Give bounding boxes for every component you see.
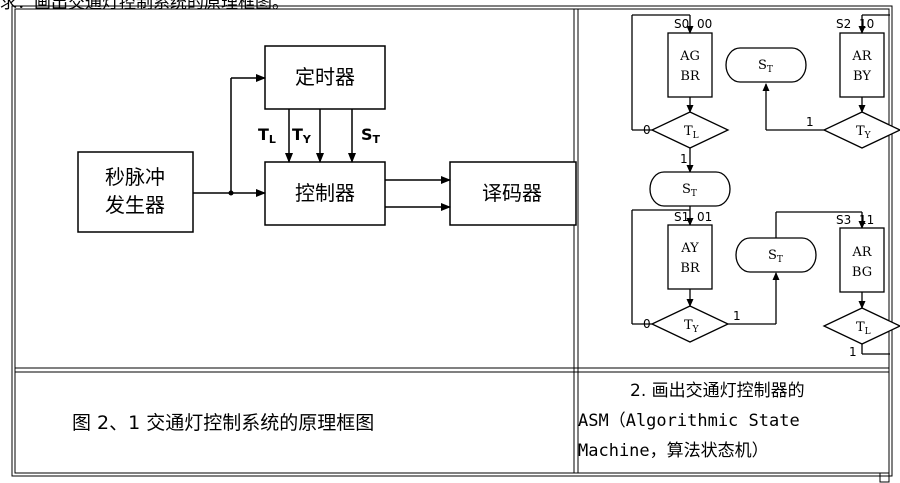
state-s3-box bbox=[839, 227, 885, 293]
state-s0-output-1: AG bbox=[679, 49, 700, 64]
state-s3-name: S3 bbox=[836, 213, 851, 227]
branch-tl-top-one: 1 bbox=[680, 152, 688, 166]
state-s0-code: 00 bbox=[697, 17, 712, 31]
decision-ty-left-label: TY bbox=[684, 318, 700, 335]
branch-ty-left-zero: 0 bbox=[643, 317, 651, 331]
cond-output-st-2-label: ST bbox=[768, 248, 783, 265]
block-diagram: 秒脉冲 发生器 定时器 控制器 译码器 TL TY ST bbox=[77, 45, 577, 233]
signal-tl-label: TL bbox=[258, 125, 276, 146]
state-s3-code: 11 bbox=[859, 213, 874, 227]
decoder-label: 译码器 bbox=[482, 181, 542, 205]
branch-ty-right-one: 1 bbox=[806, 115, 814, 129]
state-s1-code: 01 bbox=[697, 210, 712, 224]
state-s0-box bbox=[667, 32, 713, 98]
decision-tl-bottom-label: TL bbox=[856, 320, 871, 337]
state-s0-output-2: BR bbox=[680, 69, 701, 84]
junction-dot bbox=[228, 190, 234, 196]
asm-caption: 2. 画出交通灯控制器的 ASM（Algorithmic State Machi… bbox=[578, 376, 890, 466]
state-s2-code: 10 bbox=[859, 17, 874, 31]
signal-ty-label: TY bbox=[292, 125, 312, 146]
decision-tl-top-label: TL bbox=[684, 124, 699, 141]
controller-label: 控制器 bbox=[295, 181, 355, 205]
cond-output-st-2 bbox=[735, 237, 817, 273]
state-s1-box bbox=[667, 224, 713, 290]
decision-ty-right bbox=[822, 111, 900, 149]
pulse-generator-box bbox=[77, 151, 194, 233]
decoder-box bbox=[449, 161, 577, 226]
state-s1-output-2: BR bbox=[680, 261, 701, 276]
state-s2-box bbox=[839, 32, 885, 98]
decision-ty-right-label: TY bbox=[856, 124, 872, 141]
asm-caption-line-3: Machine，算法状态机） bbox=[578, 441, 769, 461]
state-s3-output-2: BG bbox=[852, 265, 872, 280]
figure-caption: 图 2、1 交通灯控制系统的原理框图 bbox=[72, 412, 375, 434]
state-s1-output-1: AY bbox=[680, 241, 699, 256]
state-s1-name: S1 bbox=[674, 210, 689, 224]
branch-ty-left-one: 1 bbox=[733, 309, 741, 323]
asm-chart: S0 00 AG BR S1 01 AY BR S2 10 AR BY S3 1… bbox=[631, 14, 900, 359]
corner-handle bbox=[879, 472, 890, 483]
signal-st-label: ST bbox=[361, 125, 381, 146]
state-s2-name: S2 bbox=[836, 17, 851, 31]
pulse-generator-label-1: 秒脉冲 bbox=[105, 165, 165, 189]
state-s2-output-1: AR bbox=[851, 49, 872, 64]
state-s0-name: S0 bbox=[674, 17, 689, 31]
state-s2-output-2: BY bbox=[853, 69, 871, 84]
cond-output-st-3-label: ST bbox=[758, 58, 773, 75]
branch-tl-bottom-one: 1 bbox=[849, 345, 857, 359]
table-grid bbox=[11, 5, 893, 477]
pulse-generator-label-2: 发生器 bbox=[105, 193, 165, 217]
state-s3-output-1: AR bbox=[851, 245, 872, 260]
decision-ty-left bbox=[650, 305, 730, 343]
cond-output-st-3 bbox=[725, 47, 807, 83]
asm-caption-line-2: ASM（Algorithmic State bbox=[578, 411, 800, 431]
cond-output-st-1 bbox=[649, 171, 731, 207]
asm-caption-line-1: 2. 画出交通灯控制器的 bbox=[630, 381, 805, 401]
branch-tl-top-zero: 0 bbox=[643, 123, 651, 137]
cond-output-st-1-label: ST bbox=[682, 182, 697, 199]
timer-label: 定时器 bbox=[295, 65, 355, 89]
